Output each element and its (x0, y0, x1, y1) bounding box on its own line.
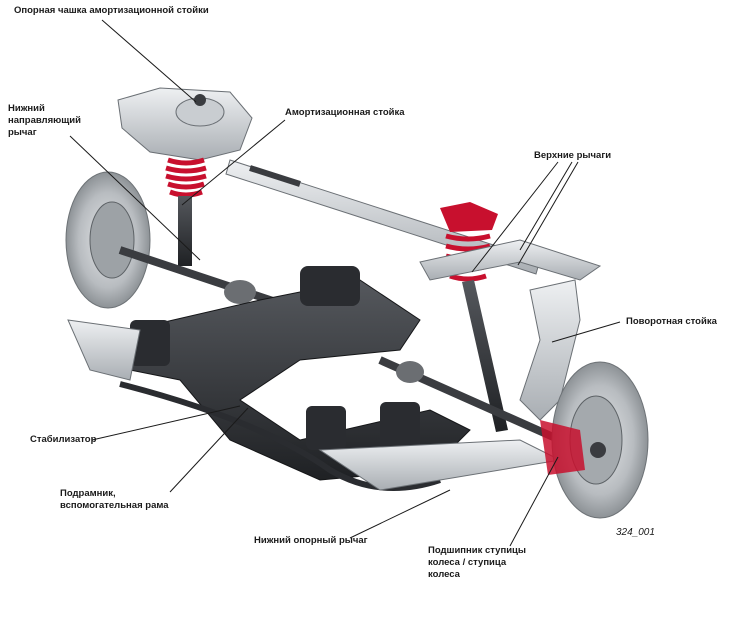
label-lower-support-arm: Нижний опорный рычаг (254, 535, 368, 546)
left-brake-disc (65, 171, 151, 309)
right-strut (440, 202, 508, 432)
left-strut-spring (165, 157, 207, 266)
leader-lines (69, 19, 621, 547)
left-lower-arm (67, 319, 141, 381)
right-drive-shaft (378, 356, 562, 444)
right-upper-arms (419, 239, 602, 281)
label-hub-bearing: Подшипник ступицы колеса / ступица колес… (428, 545, 526, 580)
stabilizer-bar (119, 381, 441, 491)
figure-number: 324_001 (616, 527, 655, 538)
label-subframe: Подрамник, вспомогательная рама (60, 488, 169, 511)
right-knuckle (519, 279, 581, 421)
right-brake-disc (540, 361, 649, 519)
subframe (129, 266, 471, 481)
label-lower-guide-arm: Нижний направляющий рычаг (8, 103, 81, 138)
steering-rack (225, 159, 541, 275)
label-knuckle: Поворотная стойка (626, 316, 717, 327)
label-strut: Амортизационная стойка (285, 107, 405, 118)
label-stabilizer: Стабилизатор (30, 434, 97, 445)
label-upper-arms: Верхние рычаги (534, 150, 612, 161)
label-upper-mount: Опорная чашка амортизационной стойки (14, 5, 209, 16)
left-strut-mount (117, 87, 253, 161)
